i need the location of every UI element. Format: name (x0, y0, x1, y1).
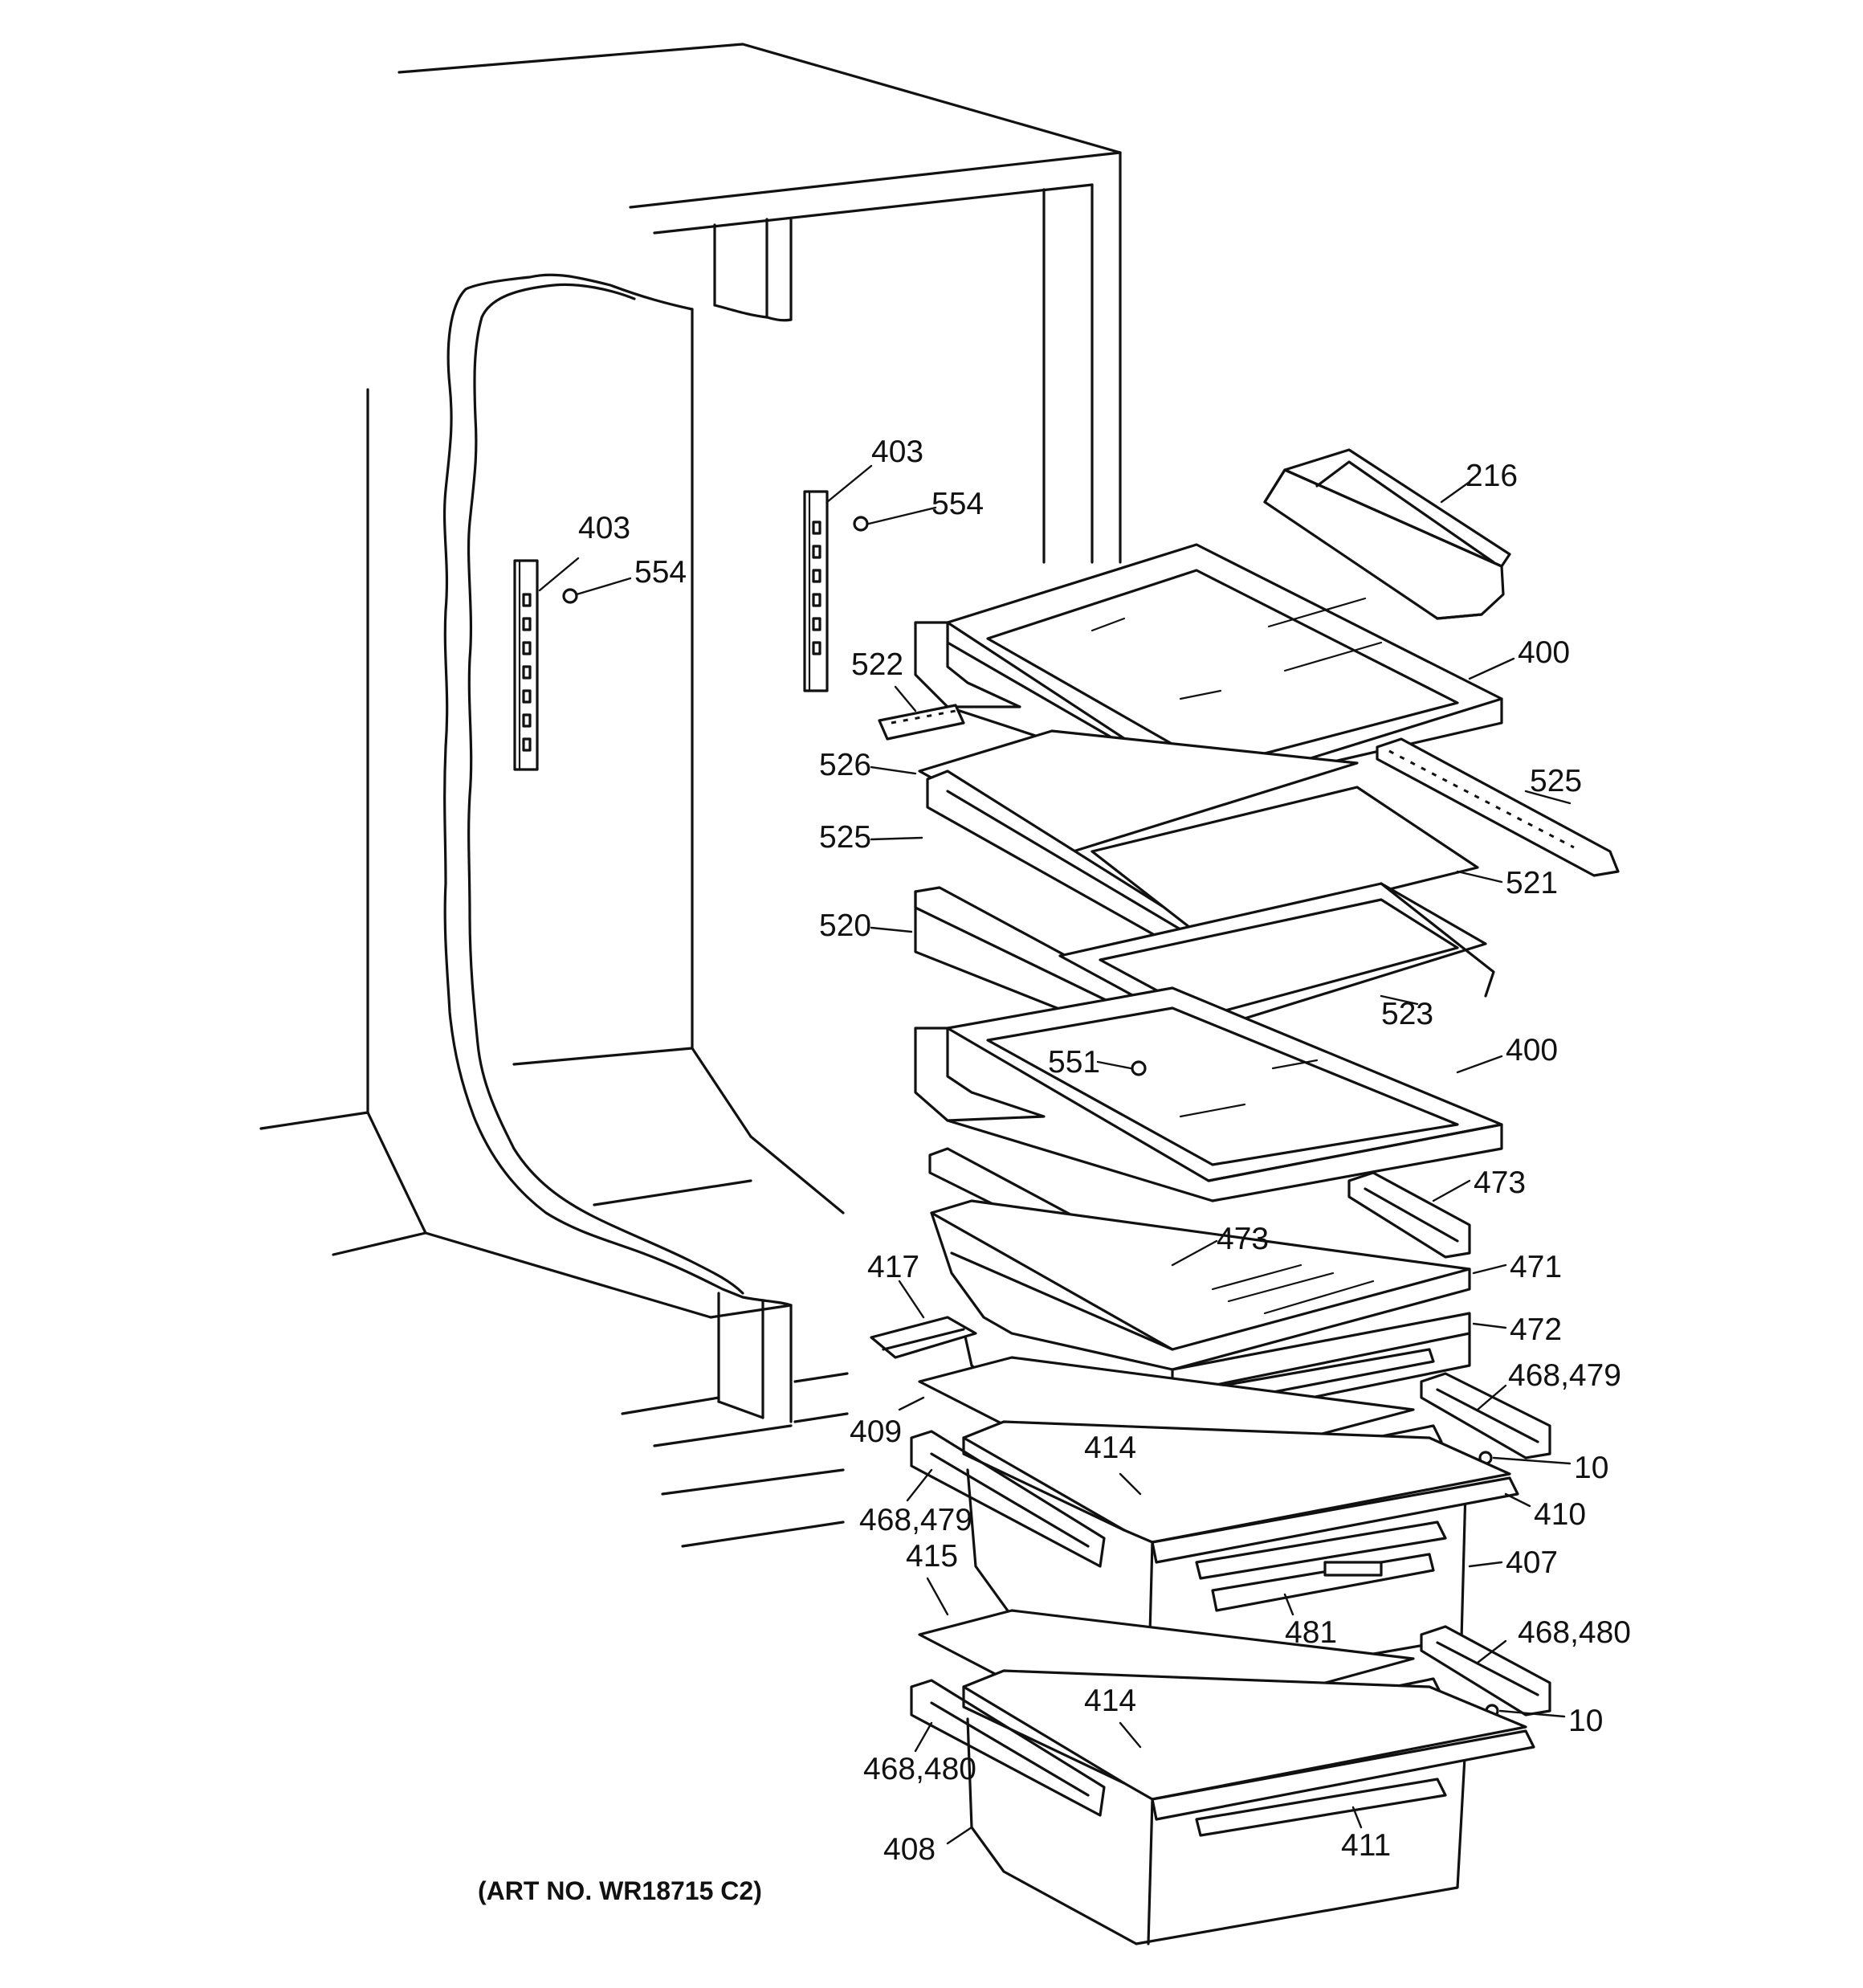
slide-417 (870, 1316, 977, 1359)
label-403-left: 403 (578, 511, 630, 545)
label-554-right: 554 (932, 487, 984, 521)
label-407: 407 (1506, 1545, 1558, 1580)
label-410: 410 (1534, 1497, 1586, 1532)
part-522 (878, 704, 965, 741)
slide-468-479-right (1420, 1372, 1551, 1459)
label-10-lower: 10 (1568, 1704, 1603, 1738)
label-472: 472 (1510, 1312, 1562, 1347)
label-10-upper: 10 (1574, 1451, 1608, 1485)
screw-551 (1131, 1060, 1147, 1076)
label-554-left: 554 (634, 555, 687, 590)
label-471: 471 (1510, 1250, 1562, 1284)
label-417: 417 (867, 1250, 919, 1284)
drawer-407 (962, 1420, 1519, 1696)
slide-468-479-left (910, 1430, 1106, 1568)
slide-468-480-left (910, 1679, 1106, 1817)
label-403-right: 403 (871, 435, 923, 469)
label-526: 526 (819, 748, 871, 782)
label-525-left: 525 (819, 820, 871, 855)
label-414-lower: 414 (1084, 1684, 1136, 1718)
shelf-rail-525-right (1376, 737, 1620, 877)
label-473-center: 473 (1217, 1222, 1269, 1256)
slide-468-480-right (1420, 1625, 1551, 1717)
label-400-lower: 400 (1506, 1033, 1558, 1067)
label-411: 411 (1341, 1828, 1391, 1863)
rail-screws (562, 516, 869, 604)
label-415: 415 (906, 1539, 958, 1574)
label-522: 522 (851, 647, 903, 682)
label-468-480-right: 468,480 (1518, 1615, 1631, 1650)
shelf-rail-right (803, 490, 829, 692)
part-labels: 216 403 554 403 554 522 400 526 525 525 … (478, 435, 1631, 1905)
label-400-upper: 400 (1518, 635, 1570, 670)
label-525-right: 525 (1530, 764, 1582, 798)
shelf-rail-left (513, 559, 539, 771)
glass-shelf-lower (914, 986, 1503, 1202)
label-216: 216 (1466, 459, 1518, 493)
label-473-right: 473 (1474, 1165, 1526, 1200)
label-551: 551 (1048, 1045, 1100, 1080)
label-408: 408 (883, 1832, 936, 1867)
pan-471 (930, 1199, 1471, 1371)
glass-521 (1090, 786, 1479, 937)
label-409: 409 (850, 1414, 902, 1449)
label-468-480-left: 468,480 (863, 1752, 976, 1786)
label-468-479-right: 468,479 (1508, 1358, 1621, 1393)
shelf-bin-216 (1263, 448, 1511, 620)
label-521: 521 (1506, 866, 1558, 900)
leader-lines (538, 464, 1572, 1845)
label-414-upper: 414 (1084, 1431, 1136, 1465)
label-523: 523 (1381, 997, 1433, 1031)
drawer-408 (962, 1669, 1535, 1945)
crisper-slide-473-right (1347, 1171, 1471, 1259)
art-number: (ART NO. WR18715 C2) (478, 1876, 762, 1905)
label-520: 520 (819, 908, 871, 943)
label-481: 481 (1285, 1615, 1337, 1650)
cabinet-outline (259, 43, 1122, 1548)
label-468-479-left: 468,479 (859, 1503, 972, 1537)
